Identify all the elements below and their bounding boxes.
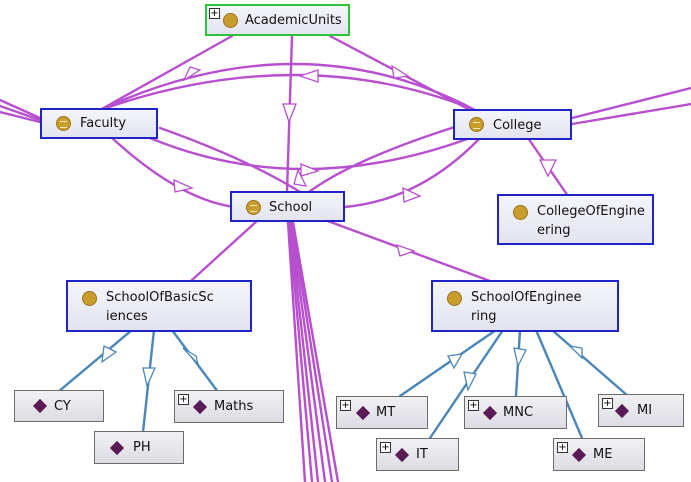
node-label-line-2: ring xyxy=(471,309,497,324)
node-label: AcademicUnits xyxy=(245,13,342,28)
edge-faculty-college xyxy=(98,62,477,112)
arrowhead xyxy=(173,178,195,193)
expand-icon[interactable]: + xyxy=(468,400,479,411)
class-icon xyxy=(82,291,97,306)
equivalent-class-icon xyxy=(469,117,484,132)
edge-faculty-school xyxy=(110,136,237,209)
individual-me[interactable]: + ME xyxy=(553,438,645,471)
node-label: College xyxy=(493,118,542,133)
arrowhead xyxy=(282,103,297,124)
node-schoolofengineering[interactable]: SchoolOfEnginee ring xyxy=(431,280,619,332)
edge-college-faculty xyxy=(98,73,477,112)
node-label: ME xyxy=(593,447,613,462)
individual-icon xyxy=(32,398,48,414)
node-college[interactable]: College xyxy=(453,109,572,140)
arrowhead xyxy=(142,367,157,389)
edge-academicunits-faculty xyxy=(98,34,234,112)
node-academicunits[interactable]: + AcademicUnits xyxy=(205,4,350,36)
edge-school-offscreen-3 xyxy=(288,220,320,482)
edge-school-offscreen-6 xyxy=(291,220,340,482)
individual-mt[interactable]: + MT xyxy=(336,396,428,429)
edge-school-offscreen-1 xyxy=(286,220,307,482)
individual-it[interactable]: + IT xyxy=(376,438,459,471)
expand-icon[interactable]: + xyxy=(557,442,568,453)
edge-school-offscreen-4 xyxy=(289,220,327,482)
edge-faculty-offscreen-2 xyxy=(0,104,42,122)
individual-icon xyxy=(482,405,498,421)
node-faculty[interactable]: Faculty xyxy=(40,108,158,139)
arrowhead xyxy=(463,371,477,392)
node-label: School xyxy=(269,200,313,215)
expand-icon[interactable]: + xyxy=(209,8,220,19)
expand-icon[interactable]: + xyxy=(178,394,189,405)
node-label: IT xyxy=(416,447,428,462)
arrowhead xyxy=(101,345,118,364)
edge-faculty-school-2 xyxy=(158,126,307,197)
node-label-line-1: CollegeOfEngine xyxy=(537,204,645,219)
individual-icon xyxy=(192,399,208,415)
edge-school-college xyxy=(303,124,460,197)
edge-school-college-2 xyxy=(343,136,482,209)
class-icon xyxy=(223,13,238,28)
edge-soe-me xyxy=(534,328,584,440)
arrowhead xyxy=(182,66,202,82)
expand-icon[interactable]: + xyxy=(602,398,613,409)
arrowhead xyxy=(297,69,319,83)
node-label: Faculty xyxy=(80,116,127,131)
individual-icon xyxy=(109,440,125,456)
edge-college-offscreen-1 xyxy=(570,86,691,120)
node-school[interactable]: School xyxy=(230,191,345,222)
individual-mnc[interactable]: + MNC xyxy=(464,396,567,429)
edge-school-offscreen-5 xyxy=(290,220,334,482)
arrowhead xyxy=(402,186,422,203)
edge-school-offscreen-2 xyxy=(287,220,314,482)
arrowhead xyxy=(293,168,308,187)
node-collegeofengineering[interactable]: CollegeOfEngine ering xyxy=(497,194,654,245)
equivalent-class-icon xyxy=(246,200,261,215)
arrowhead xyxy=(513,347,527,368)
node-label: MT xyxy=(376,405,396,420)
expand-icon[interactable]: + xyxy=(340,400,351,411)
individual-maths[interactable]: + Maths xyxy=(174,390,284,423)
edge-school-schoolofbasicsciences xyxy=(190,218,260,282)
edge-college-offscreen-2 xyxy=(570,102,691,126)
arrowhead xyxy=(300,163,320,177)
arrowhead xyxy=(447,353,464,370)
node-label-line-1: SchoolOfEnginee xyxy=(471,290,582,305)
arrowhead xyxy=(538,159,558,178)
equivalent-class-icon xyxy=(56,116,71,131)
edge-faculty-offscreen-3 xyxy=(0,110,42,124)
edge-soe-mt xyxy=(398,328,498,398)
node-label-line-1: SchoolOfBasicSc xyxy=(106,290,214,305)
node-label-line-2: iences xyxy=(106,309,148,324)
individual-icon xyxy=(355,405,371,421)
arrowhead xyxy=(396,243,416,257)
individual-icon xyxy=(571,447,587,463)
node-label: PH xyxy=(133,440,151,455)
edge-sbs-cy xyxy=(56,328,134,394)
edge-soe-mi xyxy=(550,328,630,398)
node-label-line-2: ering xyxy=(537,223,571,238)
expand-icon[interactable]: + xyxy=(380,442,391,453)
node-schoolofbasicsciences[interactable]: SchoolOfBasicSc iences xyxy=(66,280,252,332)
edge-faculty-offscreen-1 xyxy=(0,98,42,120)
node-label: MI xyxy=(637,403,653,418)
individual-icon xyxy=(614,403,630,419)
individual-icon xyxy=(394,447,410,463)
node-label: MNC xyxy=(503,405,534,420)
node-label: Maths xyxy=(214,399,254,414)
arrowhead xyxy=(391,64,410,79)
class-icon xyxy=(447,291,462,306)
arrowhead xyxy=(182,347,200,367)
individual-cy[interactable]: CY xyxy=(14,390,104,422)
individual-mi[interactable]: + MI xyxy=(598,394,684,427)
arrowhead xyxy=(568,345,583,360)
class-icon xyxy=(513,205,528,220)
individual-ph[interactable]: PH xyxy=(94,431,184,464)
node-label: CY xyxy=(54,399,71,414)
